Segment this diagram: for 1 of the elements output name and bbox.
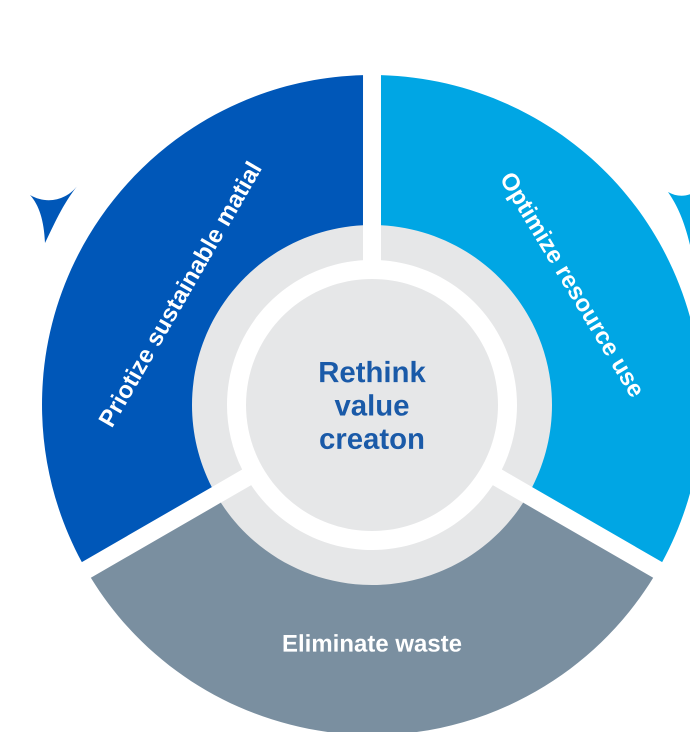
cycle-segment: Eliminate waste (90, 502, 654, 732)
